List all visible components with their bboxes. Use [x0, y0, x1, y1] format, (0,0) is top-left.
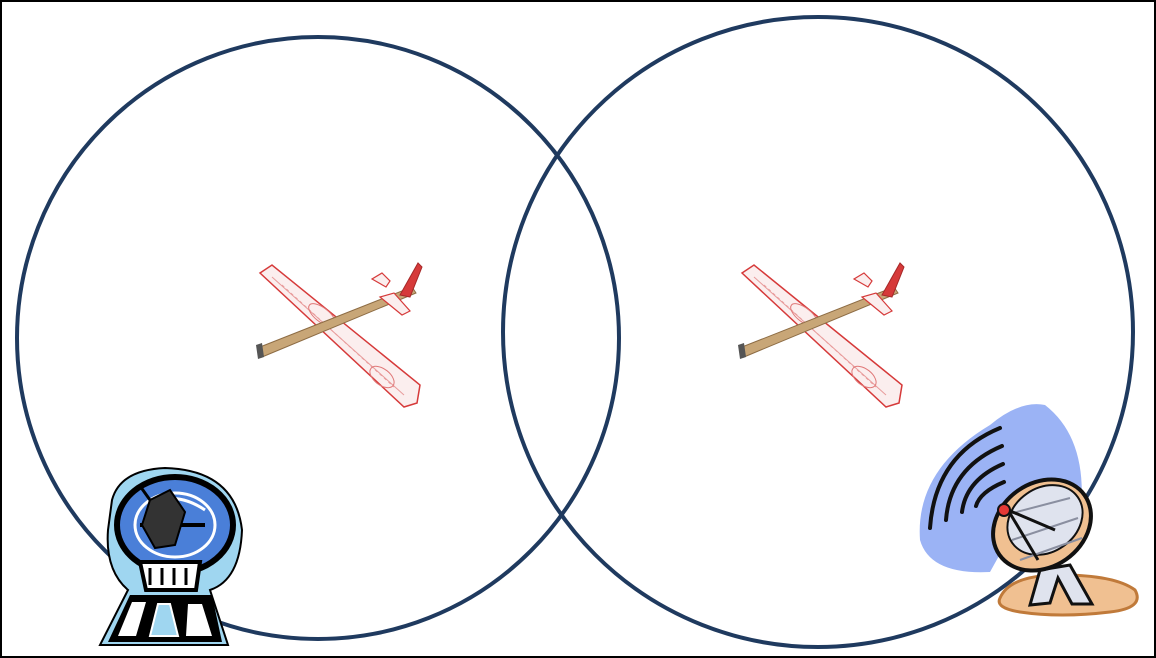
- radar-tower-icon: [100, 468, 242, 645]
- satellite-dish-icon: [920, 404, 1138, 615]
- aircraft-left-balsa-glider-icon: [256, 263, 422, 407]
- aircraft-right-balsa-glider-icon: [738, 263, 904, 407]
